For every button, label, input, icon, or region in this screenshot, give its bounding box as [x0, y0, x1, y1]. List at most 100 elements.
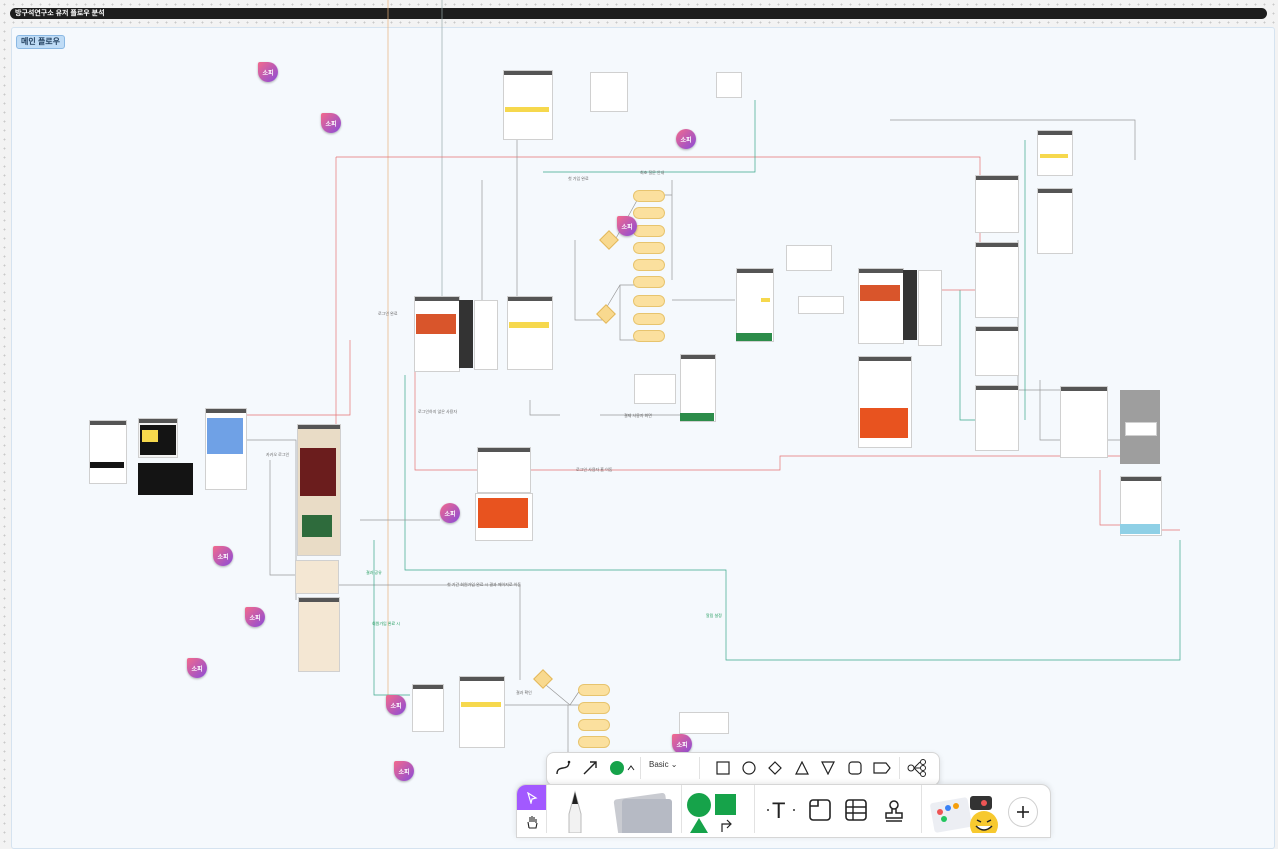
screen-result[interactable] — [736, 268, 774, 342]
sticky-note-icon[interactable] — [604, 790, 678, 833]
line-style-label: Basic — [649, 760, 669, 769]
screen-consent[interactable] — [138, 463, 193, 495]
flow-option[interactable] — [633, 225, 665, 237]
comment-bubble[interactable]: 소피 — [245, 607, 265, 627]
flow-option[interactable] — [633, 190, 665, 202]
flow-option[interactable] — [633, 242, 665, 254]
screen-detail[interactable] — [474, 300, 498, 370]
event-thumb — [302, 515, 332, 537]
screen-mypage[interactable] — [975, 242, 1019, 318]
comment-bubble[interactable]: 소피 — [440, 503, 460, 523]
result-button — [761, 298, 770, 302]
screen-complete[interactable] — [716, 72, 742, 98]
arrow-line-icon[interactable] — [580, 758, 600, 778]
hand-icon[interactable] — [517, 811, 546, 833]
note-card[interactable] — [679, 712, 729, 734]
payment-footer — [680, 413, 714, 421]
comment-bubble[interactable]: 소피 — [394, 761, 414, 781]
diamond-shape-icon[interactable] — [765, 758, 785, 778]
comment-bubble[interactable]: 소피 — [187, 658, 207, 678]
connector-label: 로그인 완료 — [378, 311, 398, 316]
screen-alarm[interactable] — [1060, 386, 1108, 458]
connector-label: 로그인 사용자 홈 이동 — [576, 467, 613, 472]
stamp-tool-icon[interactable] — [880, 796, 908, 824]
screen-signup[interactable] — [507, 296, 553, 370]
screen-detail[interactable] — [918, 270, 942, 346]
cursor-icon[interactable] — [517, 785, 546, 810]
svg-text:T: T — [772, 798, 785, 822]
triangle-shape-icon[interactable] — [792, 758, 812, 778]
screen-home-logged[interactable] — [858, 268, 904, 344]
color-swatch-icon[interactable] — [606, 758, 636, 778]
note-card[interactable] — [786, 245, 832, 271]
circle-shape-icon[interactable] — [739, 758, 759, 778]
screen-login-form[interactable] — [503, 70, 553, 140]
square-shape-icon[interactable] — [713, 758, 733, 778]
screen-loading[interactable] — [412, 684, 444, 732]
flow-option[interactable] — [633, 295, 665, 307]
screen-home[interactable] — [414, 296, 460, 372]
screen-signup-2[interactable] — [459, 676, 505, 748]
note-card[interactable] — [798, 296, 844, 314]
flow-option[interactable] — [578, 719, 610, 731]
screen-edit[interactable] — [1037, 130, 1073, 176]
screen-home-scroll[interactable] — [903, 270, 917, 340]
screen-ranking[interactable] — [298, 597, 340, 672]
comment-bubble[interactable]: 소피 — [617, 216, 637, 236]
table-tool-icon[interactable] — [842, 796, 870, 824]
signup-button — [509, 322, 549, 328]
screen-settings[interactable] — [975, 326, 1019, 376]
signup-button — [461, 702, 501, 707]
section-label[interactable]: 메인 플로우 — [16, 35, 66, 49]
result-footer — [736, 333, 772, 341]
comment-bubble[interactable]: 소피 — [213, 546, 233, 566]
widgets-sticker-icon[interactable] — [928, 790, 1002, 833]
modal-dialog — [1125, 422, 1157, 436]
comment-bubble[interactable]: 소피 — [321, 113, 341, 133]
screen-splash[interactable] — [89, 420, 127, 484]
login-submit-button — [505, 107, 549, 112]
flow-option[interactable] — [578, 736, 610, 748]
mind-map-icon[interactable] — [905, 757, 929, 779]
screen-home-scroll[interactable] — [459, 300, 473, 368]
flow-option[interactable] — [633, 330, 665, 342]
frame-tool-icon[interactable] — [806, 796, 834, 824]
screen-terms[interactable] — [590, 72, 628, 112]
screen-share[interactable] — [634, 374, 676, 404]
flow-option[interactable] — [633, 207, 665, 219]
triangle-down-shape-icon[interactable] — [818, 758, 838, 778]
flow-option[interactable] — [633, 313, 665, 325]
screen-keypad[interactable] — [1037, 188, 1073, 254]
screen-payment[interactable] — [680, 354, 716, 422]
plus-icon[interactable] — [1008, 797, 1038, 827]
connector-label: 로그인하지 않은 사용자 — [418, 409, 458, 414]
onboarding-banner — [207, 418, 243, 454]
login-notice — [142, 430, 158, 442]
tag-shape-icon[interactable] — [871, 758, 893, 778]
text-tool-icon[interactable]: T — [764, 796, 798, 824]
screen-category[interactable] — [477, 447, 531, 493]
connector-label: 카카오 로그인 — [266, 452, 290, 457]
file-title-bar[interactable]: 방구석연구소 유저 플로우 분석 — [10, 8, 1267, 19]
screen-notice[interactable] — [975, 385, 1019, 451]
shape-tool-icon[interactable] — [684, 788, 742, 833]
flow-option[interactable] — [578, 702, 610, 714]
comment-bubble[interactable]: 소피 — [676, 129, 696, 149]
event-poster — [300, 448, 336, 496]
rounded-rect-shape-icon[interactable] — [845, 758, 865, 778]
line-style-select[interactable]: Basic ⌄ — [649, 760, 678, 769]
connector-label: 회원가입 완료 시 — [372, 621, 400, 626]
edit-button — [1040, 154, 1068, 158]
connector-label: 결과 공유 — [366, 570, 382, 575]
flow-option[interactable] — [633, 259, 665, 271]
comment-bubble[interactable]: 소피 — [386, 695, 406, 715]
comment-bubble[interactable]: 소피 — [258, 62, 278, 82]
flow-option[interactable] — [578, 684, 610, 696]
pen-tool-icon[interactable] — [555, 788, 595, 833]
curved-connector-icon[interactable] — [553, 758, 573, 778]
flow-option[interactable] — [633, 276, 665, 288]
screen-profile[interactable] — [975, 175, 1019, 233]
connector-label: 첫 가입 완료 — [568, 176, 589, 181]
screen-product-list[interactable] — [295, 560, 339, 594]
comment-bubble[interactable]: 소피 — [672, 734, 692, 754]
